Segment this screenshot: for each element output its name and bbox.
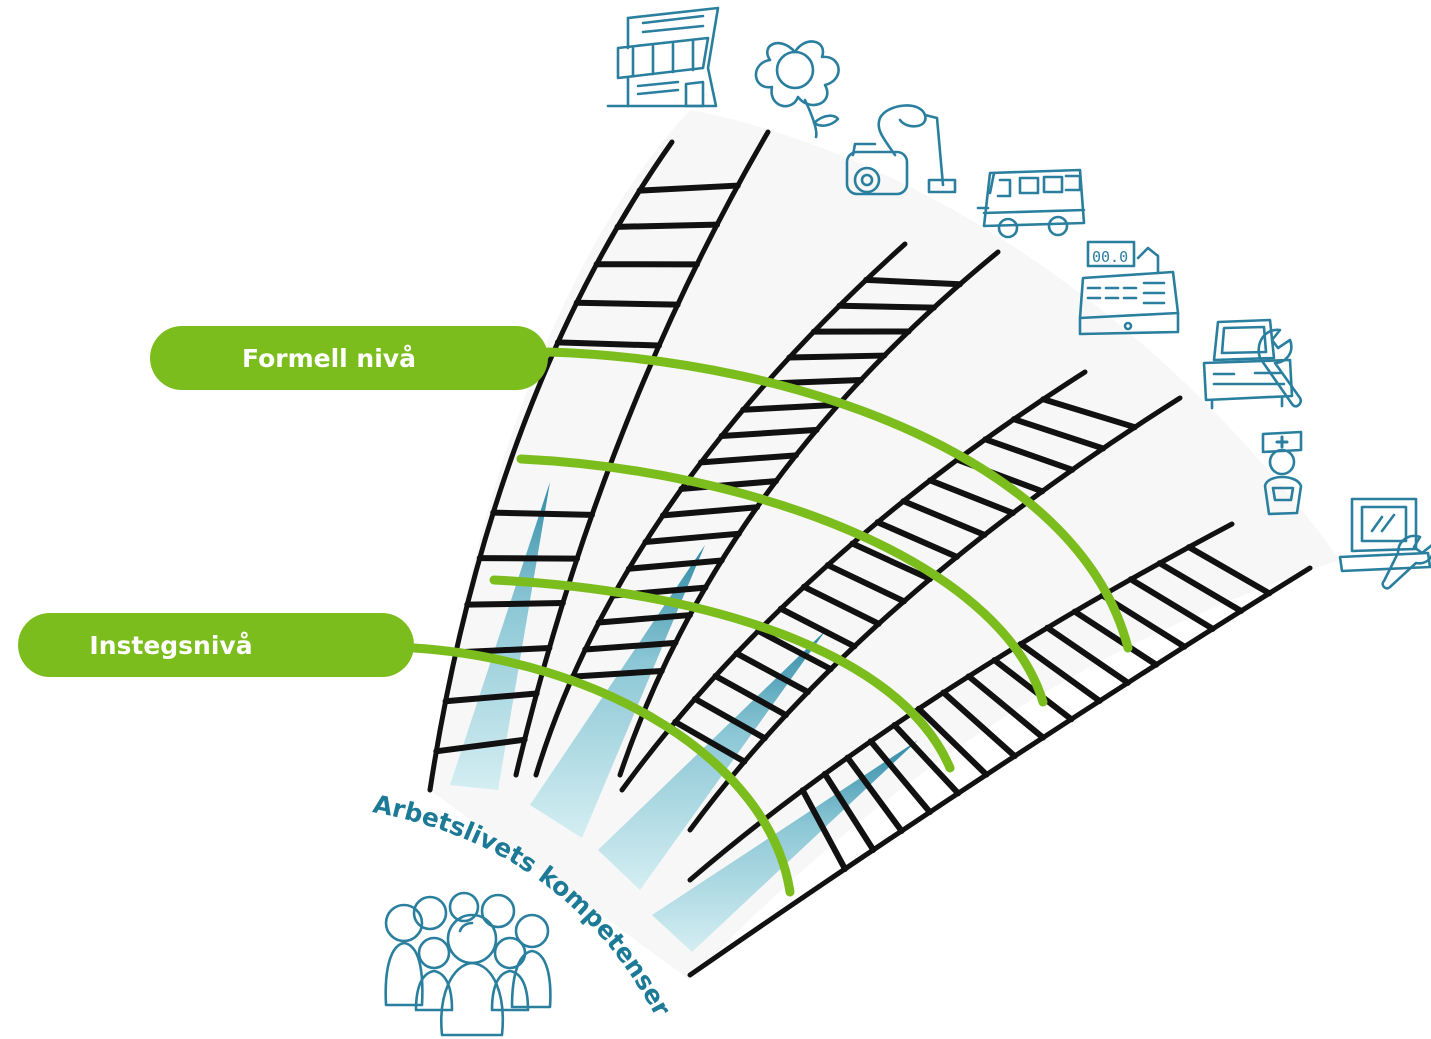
ladder-rung (844, 754, 905, 834)
ladder-rung (464, 600, 566, 608)
ladder-rung (991, 657, 1075, 723)
level-arc (543, 347, 1133, 653)
ladder-rung (915, 705, 990, 778)
ladder-rung (982, 436, 1076, 473)
ladder-rung (800, 583, 882, 627)
laptop-repair-icon (1338, 497, 1431, 590)
level-arcs (409, 347, 1133, 897)
people-group-icon (384, 891, 552, 1037)
ladder-rung (569, 667, 665, 680)
ladder-rung (777, 605, 858, 650)
level-arc (409, 643, 795, 897)
ladder-rung (1185, 544, 1273, 597)
ladder-rung (672, 718, 748, 765)
formal-level-label: Formell nivå (150, 326, 548, 390)
ladder-rung (867, 738, 933, 816)
ladder-rung (821, 770, 877, 853)
ladder-rung (1017, 640, 1103, 704)
ladder-rung (849, 540, 933, 583)
ladder-rung (718, 426, 820, 440)
ladder-rung (927, 477, 1016, 517)
formal-level-text: Formell nivå (242, 343, 416, 373)
ladder-rung (891, 722, 962, 797)
ladder-rung (824, 562, 907, 605)
ladder-rung (692, 695, 768, 742)
ladder-rung (1010, 416, 1107, 452)
ladder-rung (490, 509, 595, 518)
ladder-rail (533, 241, 908, 778)
ladder-rail (427, 139, 675, 793)
ladder-rung (740, 401, 842, 413)
ladder-rung (582, 639, 679, 653)
entry-level-label: Instegsnivå (18, 613, 414, 677)
ladder-rail (513, 129, 771, 778)
ladder-rung (595, 612, 693, 626)
ladder-rung (799, 787, 848, 872)
ladder-rung (786, 352, 888, 361)
register-display: 00.0 (1092, 248, 1128, 266)
ladder-rung (1156, 560, 1245, 615)
ladder-2 (533, 241, 1001, 778)
ladder-rung (863, 276, 963, 288)
ladder-rung (625, 557, 725, 572)
ladder-rung (636, 182, 741, 194)
flower-icon (754, 40, 840, 139)
ladder-rung (755, 627, 834, 673)
ladder-rung (733, 650, 811, 696)
ladder-rung (678, 478, 779, 492)
ladder-rung (1071, 608, 1160, 668)
ladder-rail (687, 521, 1235, 883)
ladder-rung (659, 504, 761, 519)
cash-register-icon: 00.0 (1078, 240, 1180, 336)
ladder-rung (642, 530, 742, 546)
ladder-rung (698, 452, 799, 466)
ladder-rung (573, 299, 681, 308)
ladder-rung (900, 498, 988, 538)
ladder-rung (554, 339, 663, 349)
ladders (427, 129, 1313, 978)
ladder-rung (836, 302, 937, 311)
ladder-rung (1127, 576, 1216, 632)
vacuum-cleaner-icon (845, 104, 957, 196)
bus-icon (976, 168, 1086, 239)
ladder-rung (614, 221, 721, 230)
ladder-rung (433, 736, 528, 755)
ladder-rung (940, 689, 1018, 760)
level-arc (489, 575, 955, 773)
ladder-rung (476, 555, 581, 562)
nurse-icon (1261, 430, 1303, 516)
ladder-rung (1044, 624, 1131, 686)
ladder-rail (687, 395, 1183, 833)
building-icon (606, 6, 720, 108)
ladder-rung (1040, 396, 1138, 431)
ladder-1 (427, 129, 771, 793)
competence-beam (652, 740, 918, 952)
ladder-rung (442, 690, 540, 705)
ladder-rung (712, 672, 789, 719)
level-arc (516, 454, 1048, 707)
entry-level-text: Instegsnivå (89, 630, 253, 660)
ladder-rung (874, 519, 960, 560)
ladder-rail (687, 565, 1313, 978)
car-repair-icon (1202, 318, 1302, 410)
ladder-4 (687, 521, 1313, 978)
ladder-rung (965, 673, 1047, 741)
